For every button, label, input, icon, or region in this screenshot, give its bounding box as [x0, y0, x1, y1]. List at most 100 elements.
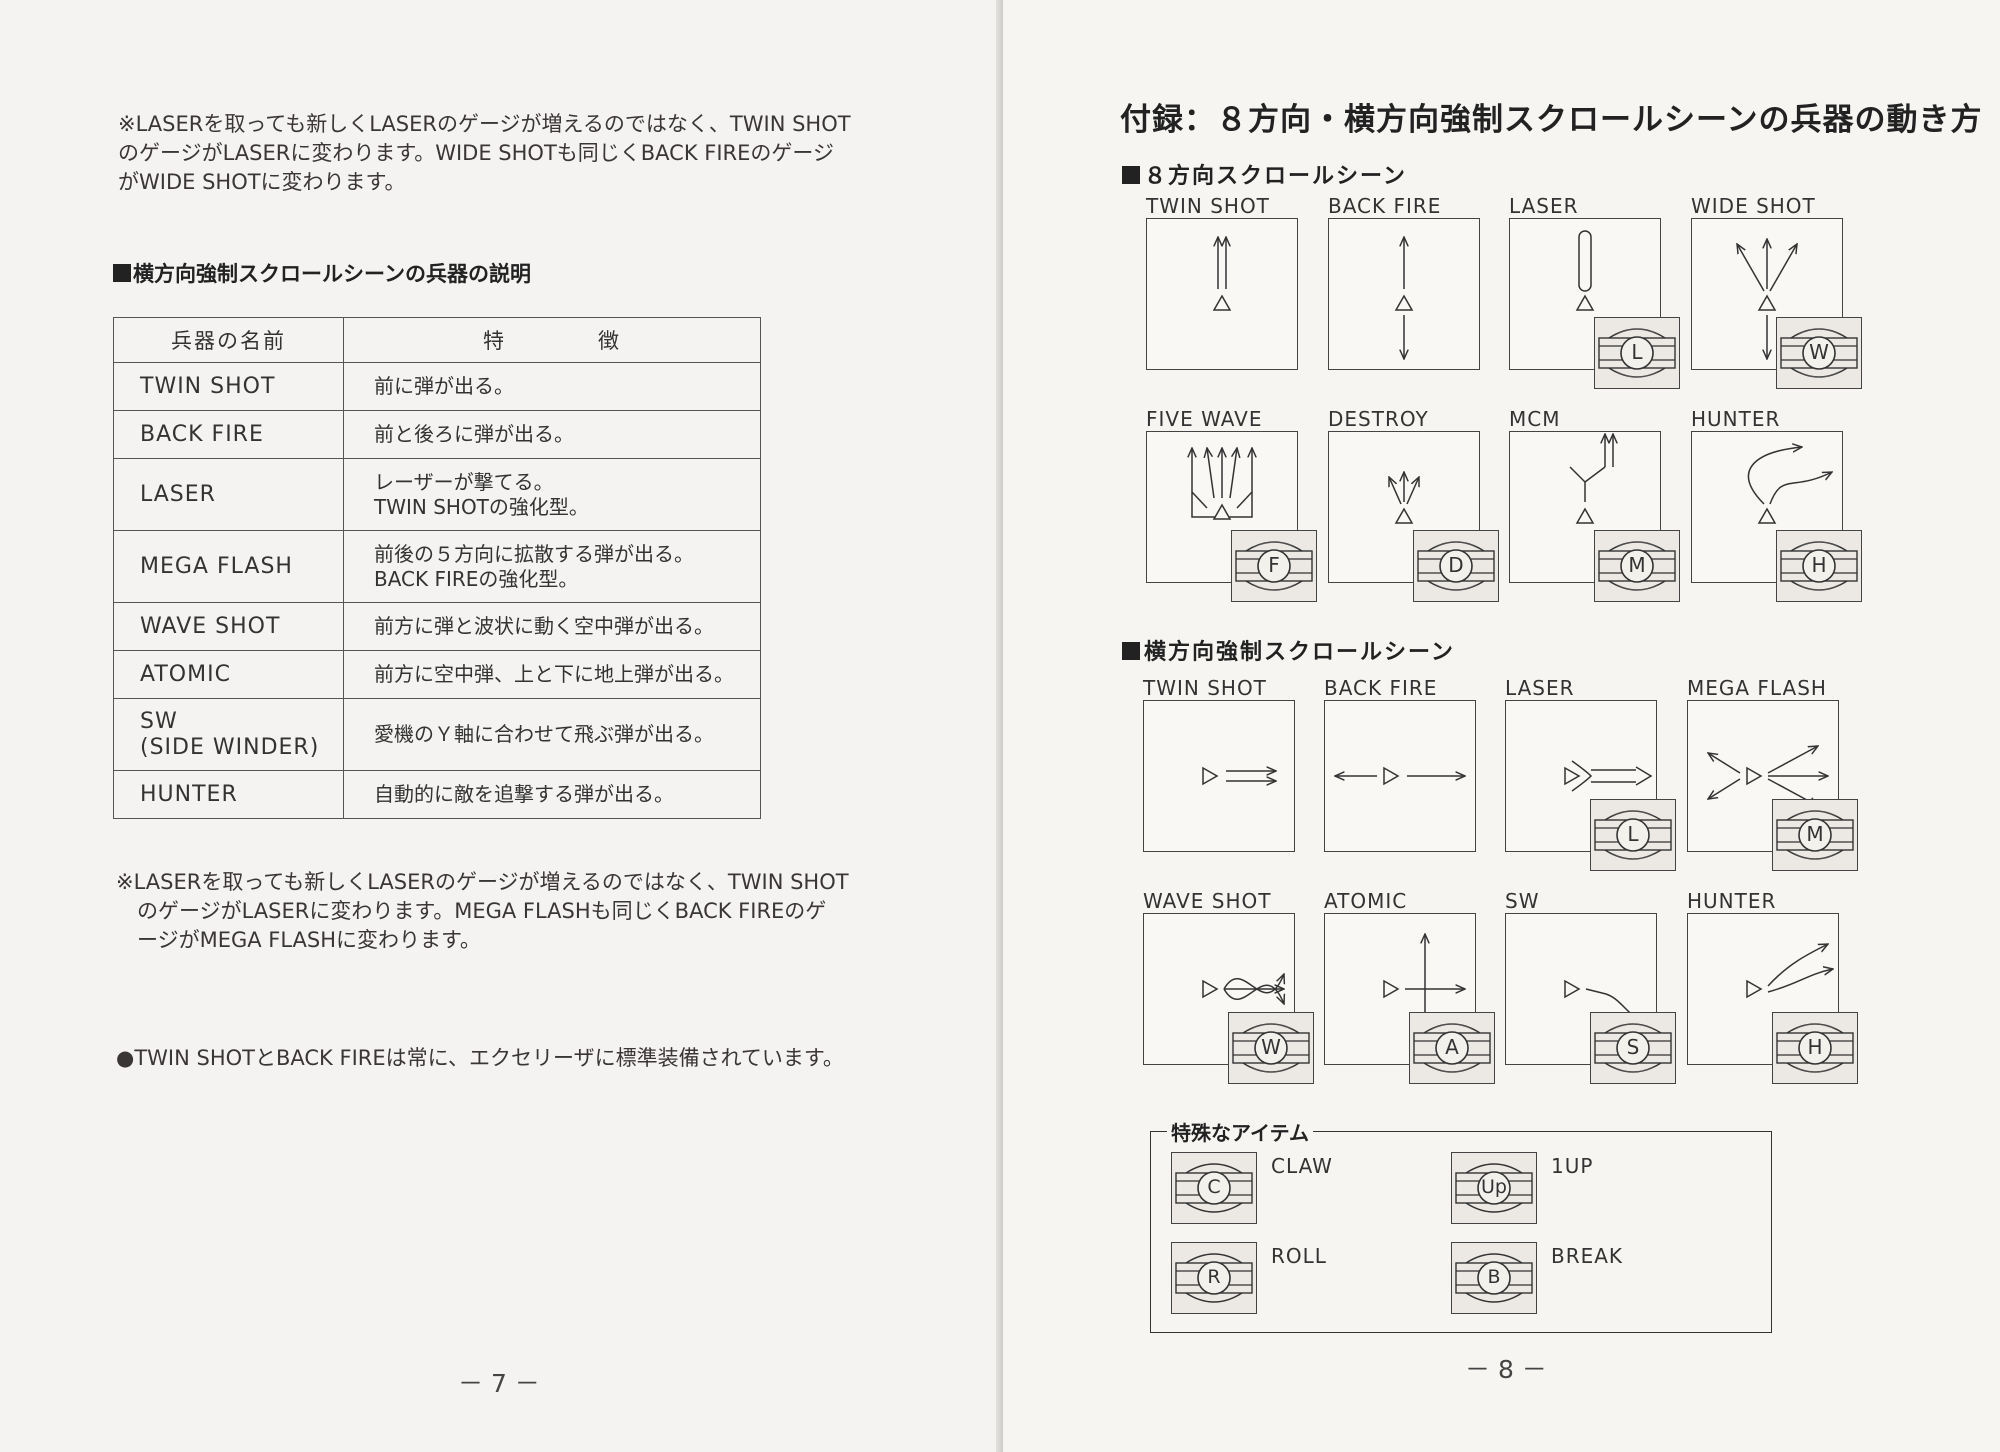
weapon-diagram-6: ATOMIC A [1324, 889, 1495, 1084]
weapon-name-cell: WAVE SHOT [113, 602, 344, 651]
weapon-capsule-icon: M [1594, 530, 1680, 602]
shot-pattern-arrows-icon [1688, 701, 1838, 851]
weapon-capsule-icon: W [1776, 317, 1862, 389]
capsule-letter: M [1628, 553, 1646, 577]
capsule-letter: H [1811, 553, 1827, 577]
special-items-box: 特殊なアイテム C CLAW Up 1UP [1150, 1117, 1772, 1333]
table-row: HUNTER 自動的に敵を追撃する弾が出る。 [113, 770, 761, 819]
right-page: 付録：８方向・横方向強制スクロールシーンの兵器の動き方 ８方向スクロールシーン … [1003, 0, 2000, 1452]
square-bullet-icon [113, 264, 131, 282]
standard-equipment-note: ●TWIN SHOTとBACK FIREは常に、エクセリーザに標準装備されていま… [116, 1046, 844, 1070]
capsule-letter: S [1626, 1035, 1640, 1059]
weapon-name-cell: BACK FIRE [113, 410, 344, 459]
section-side-heading: 横方向強制スクロールシーン [1122, 634, 1455, 666]
table-row: SW (SIDE WINDER) 愛機のＹ軸に合わせて飛ぶ弾が出る。 [113, 698, 761, 771]
capsule-letter: L [1631, 340, 1643, 364]
item-capsule-icon: Up [1451, 1152, 1537, 1224]
weapon-capsule-icon: S [1590, 1012, 1676, 1084]
left-page: ※LASERを取っても新しくLASERのゲージが増えるのではなく、TWIN SH… [0, 0, 1003, 1452]
weapon-feature-cell: 前方に弾と波状に動く空中弾が出る。 [343, 602, 761, 651]
weapon-diagram-3: LASER L [1509, 194, 1680, 389]
table-row: ATOMIC 前方に空中弾、上と下に地上弾が出る。 [113, 650, 761, 699]
weapon-capsule-icon: H [1776, 530, 1862, 602]
item-capsule-icon: R [1171, 1242, 1257, 1314]
capsule-letter: W [1809, 340, 1829, 364]
item-capsule-letter: B [1487, 1266, 1501, 1288]
weapon-diagram-label: BACK FIRE [1324, 676, 1438, 700]
weapon-capsule-icon: M [1772, 799, 1858, 871]
weapon-diagram-box: M [1509, 431, 1680, 602]
weapon-diagram-7: MCM M [1509, 407, 1680, 602]
special-item-name: CLAW [1271, 1154, 1333, 1178]
weapon-diagram-7: SW S [1505, 889, 1676, 1084]
shot-pattern-arrows-icon [1202, 701, 1294, 851]
header-weapon-name: 兵器の名前 [113, 317, 344, 363]
weapon-feature-cell: 前に弾が出る。 [343, 362, 761, 411]
table-row: BACK FIRE 前と後ろに弾が出る。 [113, 410, 761, 459]
shot-pattern-arrows-icon [1692, 219, 1842, 369]
weapon-diagram-box: L [1509, 218, 1680, 389]
capsule-letter: D [1448, 553, 1464, 577]
section-side-text: 横方向強制スクロールシーン [1144, 640, 1455, 665]
weapon-diagram-box: F [1146, 431, 1317, 602]
weapon-name-cell: SW (SIDE WINDER) [113, 698, 344, 771]
laser-note-top: ※LASERを取っても新しくLASERのゲージが増えるのではなく、TWIN SH… [118, 112, 851, 194]
weapon-name-cell: MEGA FLASH [113, 530, 344, 603]
weapon-feature-cell: 前と後ろに弾が出る。 [343, 410, 761, 459]
weapon-diagram-label: HUNTER [1691, 407, 1781, 431]
weapon-diagram-label: DESTROY [1328, 407, 1429, 431]
weapon-diagram-label: BACK FIRE [1328, 194, 1442, 218]
weapon-diagram-5: WAVE SHOT W [1143, 889, 1314, 1084]
weapon-diagram-label: ATOMIC [1324, 889, 1408, 913]
weapon-diagram-4: MEGA FLASH M [1687, 676, 1858, 871]
weapon-diagram-2: BACK FIRE [1328, 194, 1484, 370]
weapon-name-cell: HUNTER [113, 770, 344, 819]
weapon-diagram-box: M [1687, 700, 1858, 871]
weapon-diagram-box: S [1505, 913, 1676, 1084]
weapon-diagram-8: HUNTER H [1687, 889, 1858, 1084]
weapon-feature-cell: レーザーが撃てる。 TWIN SHOTの強化型。 [343, 458, 761, 531]
weapon-diagram-2: BACK FIRE [1324, 676, 1480, 852]
table-row: LASER レーザーが撃てる。 TWIN SHOTの強化型。 [113, 458, 761, 531]
weapon-diagram-label: LASER [1505, 676, 1575, 700]
special-item-name: 1UP [1551, 1154, 1594, 1178]
weapon-diagram-box: H [1687, 913, 1858, 1084]
shot-pattern-arrows-icon [1329, 432, 1479, 524]
shot-pattern-arrows-icon [1569, 432, 1660, 524]
shot-pattern-arrows-icon [1325, 766, 1475, 786]
weapon-diagram-label: WAVE SHOT [1143, 889, 1272, 913]
weapon-name-cell: TWIN SHOT [113, 362, 344, 411]
capsule-letter: W [1261, 1035, 1281, 1059]
weapon-capsule-icon: L [1594, 317, 1680, 389]
weapon-capsule-icon: H [1772, 1012, 1858, 1084]
weapon-diagram-1: TWIN SHOT [1146, 194, 1302, 370]
shot-pattern-arrows-icon [1564, 760, 1653, 792]
page-number-left: － 7 － [458, 1369, 540, 1398]
item-capsule-icon: B [1451, 1242, 1537, 1314]
weapon-feature-cell: 自動的に敵を追撃する弾が出る。 [343, 770, 761, 819]
weapon-feature-cell: 前後の５方向に拡散する弾が出る。 BACK FIREの強化型。 [343, 530, 761, 603]
special-items-title: 特殊なアイテム [1167, 1117, 1313, 1146]
weapon-diagram-5: FIVE WAVE F [1146, 407, 1317, 602]
weapon-diagram-1: TWIN SHOT [1143, 676, 1299, 852]
header-feature: 特 徴 [343, 317, 761, 363]
weapon-diagram-box: A [1324, 913, 1495, 1084]
item-capsule-letter: Up [1481, 1176, 1507, 1198]
special-item-name: BREAK [1551, 1244, 1624, 1268]
item-capsule-letter: C [1207, 1176, 1221, 1198]
page-number-right: － 8 － [1465, 1355, 1547, 1384]
weapon-diagram-box [1328, 218, 1480, 370]
weapon-feature-cell: 愛機のＹ軸に合わせて飛ぶ弾が出る。 [343, 698, 761, 771]
weapon-capsule-icon: F [1231, 530, 1317, 602]
weapon-capsule-icon: L [1590, 799, 1676, 871]
section-heading-text: 横方向強制スクロールシーンの兵器の説明 [133, 262, 531, 286]
capsule-letter: M [1806, 822, 1824, 846]
shot-pattern-arrows-icon [1747, 432, 1842, 524]
weapon-diagram-label: HUNTER [1687, 889, 1777, 913]
shot-pattern-arrows-icon [1147, 432, 1297, 520]
table-row: MEGA FLASH 前後の５方向に拡散する弾が出る。 BACK FIREの強化… [113, 530, 761, 603]
weapon-diagram-8: HUNTER H [1691, 407, 1862, 602]
square-bullet-icon [1122, 166, 1140, 184]
capsule-letter: A [1445, 1035, 1459, 1059]
weapon-diagram-label: FIVE WAVE [1146, 407, 1263, 431]
